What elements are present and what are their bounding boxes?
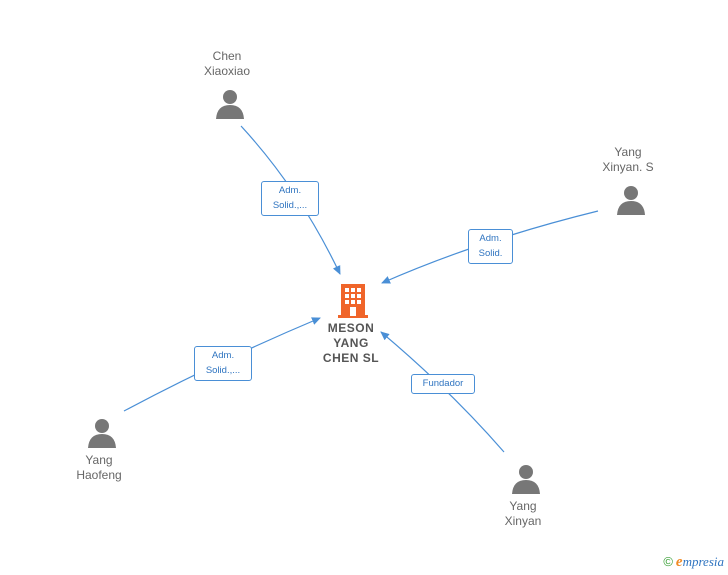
person-label-yang-haofeng[interactable]: Yang Haofeng: [76, 453, 122, 482]
person-icon[interactable]: [214, 88, 246, 120]
brand-logo: ©empresia: [663, 554, 724, 571]
edge-label-yang-haofeng[interactable]: Adm. Solid.,...: [194, 346, 252, 381]
edge-label-yang-xinyan-s[interactable]: Adm. Solid.: [468, 229, 513, 264]
person-label-yang-xinyan-s[interactable]: Yang Xinyan. S: [602, 145, 654, 174]
brand-initial: e: [675, 554, 683, 570]
building-icon[interactable]: [337, 282, 369, 318]
person-icon[interactable]: [86, 417, 118, 449]
person-icon[interactable]: [510, 463, 542, 495]
person-label-chen-xiaoxiao[interactable]: Chen Xiaoxiao: [203, 49, 251, 78]
company-name[interactable]: MESON YANG CHEN SL: [322, 321, 380, 365]
person-icon[interactable]: [615, 184, 647, 216]
brand-name: mpresia: [682, 554, 724, 569]
edge-label-chen-xiaoxiao[interactable]: Adm. Solid.,...: [261, 181, 319, 216]
person-label-yang-xinyan[interactable]: Yang Xinyan: [504, 499, 542, 528]
edge-label-yang-xinyan[interactable]: Fundador: [411, 374, 475, 394]
copyright-symbol: ©: [663, 554, 673, 569]
